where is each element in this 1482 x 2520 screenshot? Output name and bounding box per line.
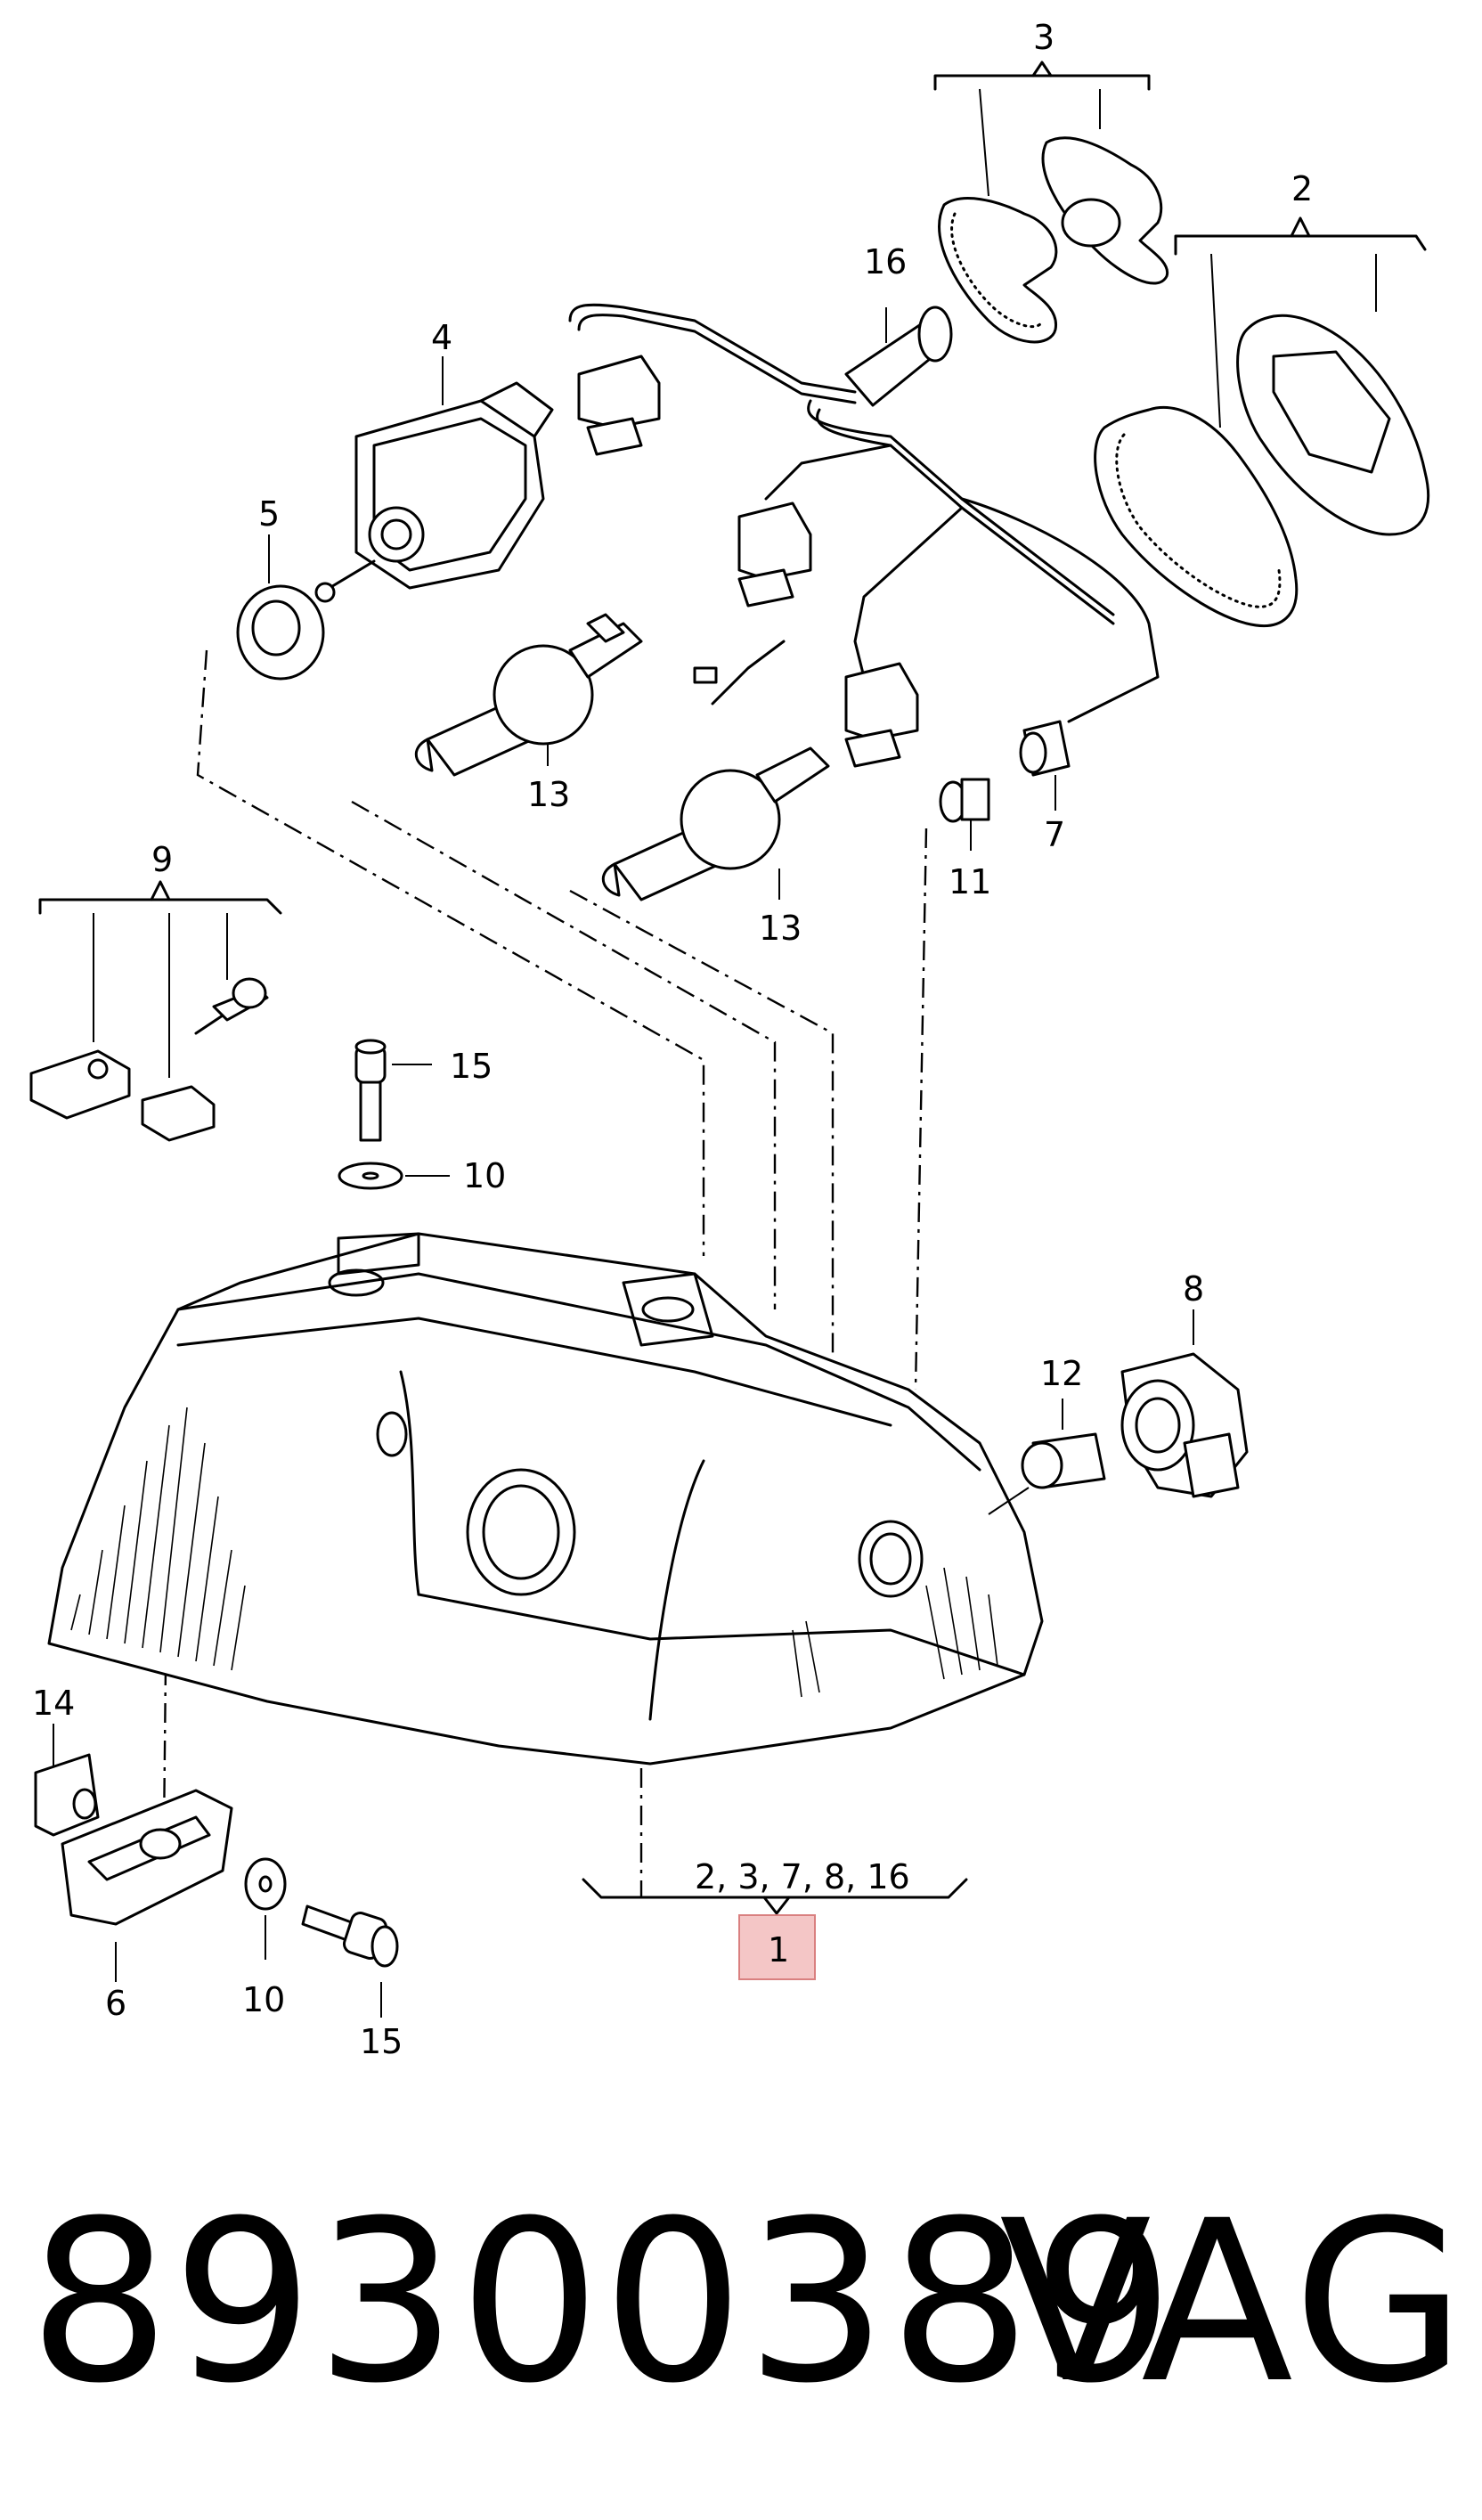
part-1-highlight-box	[738, 1914, 816, 1980]
part-3-gasket-cover	[933, 61, 1169, 344]
part-9-clip-set	[29, 880, 282, 1142]
callout-1: 1	[768, 1930, 789, 1970]
callout-13-upper: 13	[527, 775, 570, 814]
headlight-exploded-diagram: 1 2 3 4 5 6 7 8 9 10 10 11 12 13 13 14 1…	[29, 18, 1430, 2061]
part-number: 89300389	[28, 2173, 1177, 2432]
part-1-headlight-housing	[47, 1232, 1044, 1766]
callout-10-upper: 10	[463, 1156, 506, 1195]
callout-2: 2	[1291, 169, 1313, 208]
part-2-gasket-cover	[1094, 216, 1430, 628]
callout-15-lower: 15	[360, 2022, 403, 2061]
callout-assembly-group: 2, 3, 7, 8, 16	[695, 1857, 910, 1896]
callout-11: 11	[949, 862, 991, 901]
part-1-assembly-bracket	[582, 1878, 968, 1980]
callout-13-lower: 13	[759, 909, 802, 948]
callout-6: 6	[105, 1984, 126, 2023]
callout-7: 7	[1044, 815, 1065, 854]
callout-5: 5	[258, 494, 280, 534]
brand-name: VAG	[999, 2173, 1470, 2432]
callout-9: 9	[151, 840, 173, 879]
part-14-6-side-bracket	[34, 1724, 233, 1982]
callout-labels: 1 2 3 4 5 6 7 8 9 10 10 11 12 13 13 14 1…	[32, 18, 1313, 2061]
callout-4: 4	[431, 318, 452, 357]
part-8-12-side-socket-bulb	[988, 1309, 1249, 1515]
part-16-bulb-socket	[844, 306, 953, 407]
callout-3: 3	[1033, 18, 1054, 57]
callout-16: 16	[864, 242, 907, 281]
callout-15-upper: 15	[450, 1047, 493, 1086]
callout-12: 12	[1040, 1354, 1083, 1393]
part-15-10-upper-screw-washer	[338, 1039, 450, 1190]
callout-8: 8	[1183, 1269, 1204, 1309]
part-10-15-lower-washer-screw	[244, 1857, 399, 2018]
part-13-bulbs	[415, 613, 830, 901]
callout-14: 14	[32, 1684, 75, 1723]
part-5-seal-ring	[236, 534, 325, 681]
callout-10-lower: 10	[242, 1980, 285, 2019]
assembly-leader-lines	[162, 649, 928, 1897]
part-11-and-7-bulbs	[939, 720, 1071, 851]
part-4-control-unit	[314, 356, 554, 603]
harness-connectors	[577, 355, 919, 768]
wiring-harness	[568, 303, 1160, 723]
